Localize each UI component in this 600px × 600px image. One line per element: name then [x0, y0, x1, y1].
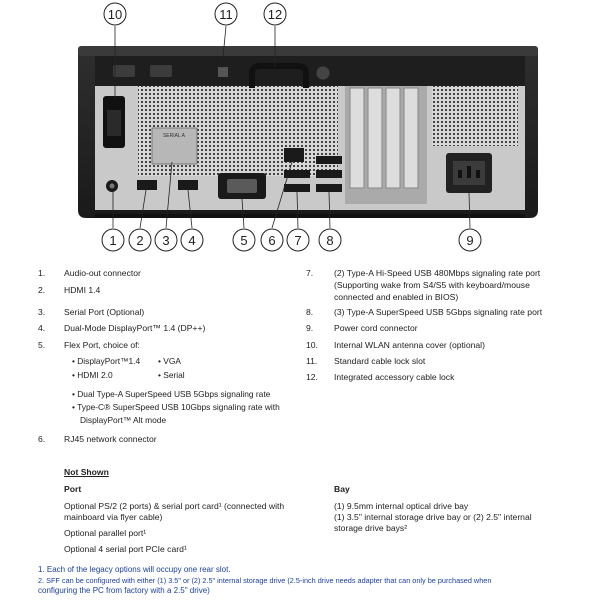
callout-3: 3 — [162, 233, 169, 248]
callout-11: 11 — [219, 7, 233, 22]
flex-option-vga: • VGA — [158, 356, 181, 367]
flex-option-text: • DisplayPort™1.4 — [72, 356, 141, 366]
callout-2: 2 — [136, 233, 143, 248]
bay-option-optical: (1) 9.5mm internal optical drive bay — [334, 501, 468, 512]
callout-7: 7 — [294, 233, 301, 248]
callout-1: 1 — [109, 233, 116, 248]
item-number: 7. — [306, 268, 314, 278]
flex-option-text: DisplayPort™ Alt mode — [80, 415, 167, 425]
rear-view-figure: SERIAL A — [78, 2, 538, 252]
displayport — [178, 180, 198, 190]
flex-option-text: • Serial — [158, 370, 185, 380]
item-text: Audio-out connector — [64, 268, 141, 278]
port-option-serial-card: Optional 4 serial port PCIe card¹ — [64, 544, 187, 555]
footnote-2-cont: configuring the PC from factory with a 2… — [38, 586, 210, 595]
callout-6: 6 — [268, 233, 275, 248]
item-text: Flex Port, choice of: — [64, 340, 140, 350]
item-text: RJ45 network connector — [64, 434, 157, 444]
item-number: 3. — [38, 307, 46, 317]
flex-option-serial: • Serial — [158, 370, 185, 381]
item-number: 12. — [306, 372, 318, 382]
item-number: 1. — [38, 268, 46, 278]
psu-vent — [432, 86, 518, 146]
port-heading: Port — [64, 484, 82, 494]
item-text: (Supporting wake from S4/S5 with keyboar… — [334, 280, 530, 290]
flex-option-typec: • Type-C® SuperSpeed USB 10Gbps signalin… — [72, 402, 280, 413]
port-option-text: Optional 4 serial port PCIe card¹ — [64, 544, 187, 554]
serial-port-label: SERIAL A — [163, 133, 186, 139]
item-number: 6. — [38, 434, 46, 444]
flex-option-hdmi: • HDMI 2.0 — [72, 370, 113, 381]
callout-9: 9 — [466, 233, 473, 248]
item-text: Serial Port (Optional) — [64, 307, 145, 317]
port-option-text: mainboard via flyer cable) — [64, 512, 163, 522]
footnote-1: 1. Each of the legacy options will occup… — [38, 565, 231, 574]
item-text: Integrated accessory cable lock — [334, 372, 455, 382]
flex-option-dual-usb: • Dual Type-A SuperSpeed USB 5Gbps signa… — [72, 389, 270, 400]
bay-option-text: (1) 9.5mm internal optical drive bay — [334, 501, 469, 511]
item-text: (2) Type-A Hi-Speed USB 480Mbps signalin… — [334, 268, 541, 278]
item-number: 4. — [38, 323, 46, 333]
hdmi-port — [137, 180, 157, 190]
item-7: 7. (2) Type-A Hi-Speed USB 480Mbps signa… — [306, 268, 596, 304]
callout-4: 4 — [188, 233, 195, 248]
bay-heading: Bay — [334, 484, 350, 494]
item-number: 5. — [38, 340, 46, 350]
port-option-ps2-cont: mainboard via flyer cable) — [64, 512, 162, 523]
item-number: 8. — [306, 307, 314, 317]
port-option-text: Optional PS/2 (2 ports) & serial port ca… — [64, 501, 285, 511]
item-number: 10. — [306, 340, 318, 350]
callout-10: 10 — [108, 7, 122, 22]
item-text: (3) Type-A SuperSpeed USB 5Gbps signalin… — [334, 307, 543, 317]
port-option-text: Optional parallel port¹ — [64, 528, 147, 538]
flex-option-text: • HDMI 2.0 — [72, 370, 113, 380]
bay-option-storage: (1) 3.5" internal storage drive bay or (… — [334, 512, 532, 523]
accessory-cable-lock — [249, 63, 309, 88]
bay-option-text: storage drive bays² — [334, 523, 408, 533]
flex-option-text: • Type-C® SuperSpeed USB 10Gbps signalin… — [72, 402, 280, 412]
cable-lock-slot — [218, 67, 228, 77]
flex-option-text: • Dual Type-A SuperSpeed USB 5Gbps signa… — [72, 389, 271, 399]
callout-12: 12 — [268, 7, 282, 22]
item-number: 11. — [306, 356, 318, 366]
flex-option-text: • VGA — [158, 356, 181, 366]
item-number: 2. — [38, 285, 46, 295]
bay-option-storage-cont: storage drive bays² — [334, 523, 407, 534]
item-text: Dual-Mode DisplayPort™ 1.4 (DP++) — [64, 323, 206, 333]
callout-8: 8 — [326, 233, 333, 248]
bay-option-text: (1) 3.5" internal storage drive bay or (… — [334, 512, 532, 522]
rj45-port — [284, 148, 304, 162]
item-text: Power cord connector — [334, 323, 418, 333]
not-shown-heading: Not Shown — [64, 467, 109, 477]
item-text: HDMI 1.4 — [64, 285, 101, 295]
callout-5: 5 — [240, 233, 247, 248]
item-number: 9. — [306, 323, 314, 333]
item-text: connected and enabled in BIOS) — [334, 292, 459, 302]
flex-option-typec-cont: DisplayPort™ Alt mode — [80, 415, 166, 426]
flex-option-displayport: • DisplayPort™1.4 — [72, 356, 140, 367]
item-text: Internal WLAN antenna cover (optional) — [334, 340, 485, 350]
port-option-ps2: Optional PS/2 (2 ports) & serial port ca… — [64, 501, 284, 512]
item-text: Standard cable lock slot — [334, 356, 426, 366]
port-option-parallel: Optional parallel port¹ — [64, 528, 146, 539]
footnote-2: 2. SFF can be configured with either (1)… — [38, 576, 492, 585]
